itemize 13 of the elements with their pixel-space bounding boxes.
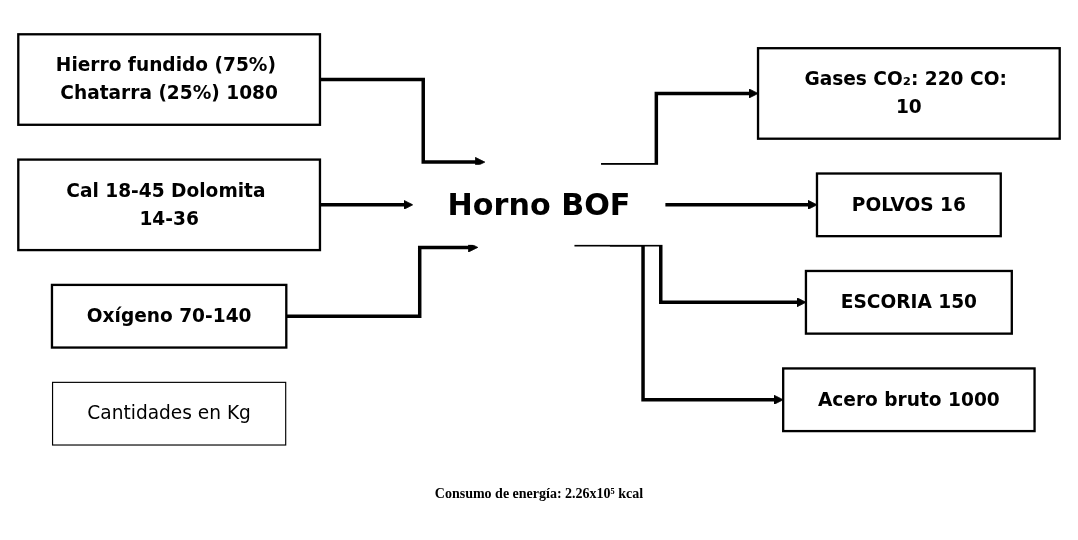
node-box: Cantidades en Kg <box>52 382 287 446</box>
node-box: POLVOS 16 <box>815 172 1002 238</box>
arrow <box>319 200 414 211</box>
arrow <box>601 88 759 167</box>
energy-note: Consumo de energía: 2.26x10⁵ kcal <box>434 486 644 502</box>
node-box: Gases CO₂: 220 CO: 10 <box>756 47 1061 141</box>
node-box: Hierro fundido (75%) Chatarra (25%) 1080 <box>17 33 322 127</box>
node-box: ESCORIA 150 <box>804 270 1013 336</box>
node-box: Acero bruto 1000 <box>782 367 1036 433</box>
arrow <box>319 78 486 168</box>
node-box: Oxígeno 70-140 <box>50 284 288 350</box>
arrow <box>574 243 784 406</box>
node-box: Cal 18-45 Dolomita 14-36 <box>17 158 322 252</box>
